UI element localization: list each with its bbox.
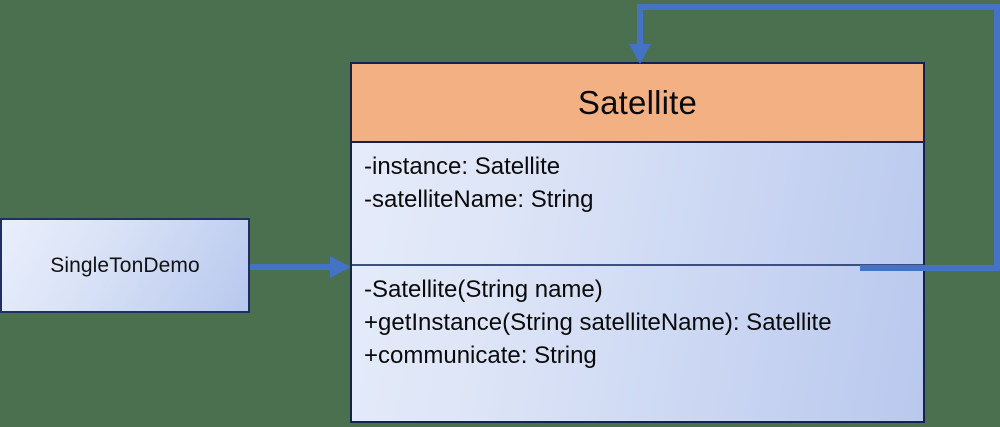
self-association-arrowhead-icon [629,44,651,64]
method-row: -Satellite(String name) [364,276,603,303]
class-box-singletondemo[interactable]: SingleTonDemo [0,218,250,313]
class-title-compartment: Satellite [352,64,923,143]
association-line [250,264,342,270]
attribute-row: -satelliteName: String [364,186,594,213]
class-methods-compartment: -Satellite(String name) +getInstance(Str… [352,266,923,421]
self-association-segment-down [637,4,643,48]
class-name-singletondemo: SingleTonDemo [50,253,200,277]
association-arrowhead-icon [330,256,351,278]
self-association-segment-right [860,265,1000,271]
attribute-row: -instance: Satellite [364,153,561,180]
method-row: +communicate: String [364,342,597,369]
self-association-segment-vertical [994,4,1000,271]
class-name-satellite: Satellite [577,83,698,121]
class-attributes-compartment: -instance: Satellite -satelliteName: Str… [352,143,923,266]
self-association-segment-top [637,4,1000,10]
method-row: +getInstance(String satelliteName): Sate… [364,309,832,336]
class-box-satellite[interactable]: Satellite -instance: Satellite -satellit… [350,62,925,423]
